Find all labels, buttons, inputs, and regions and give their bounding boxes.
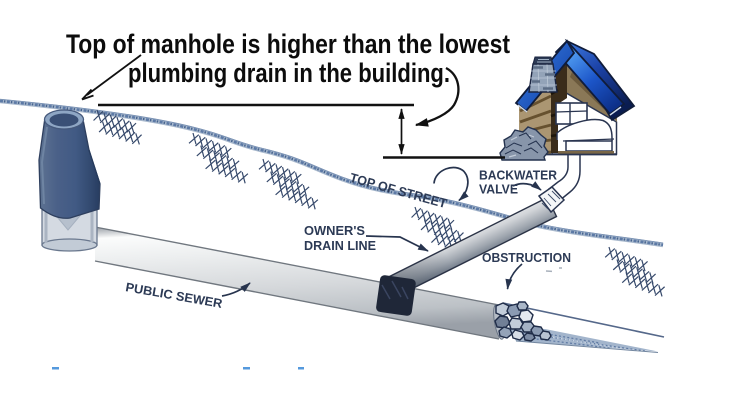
svg-text:OBSTRUCTION: OBSTRUCTION: [482, 251, 571, 265]
svg-text:VALVE: VALVE: [479, 183, 518, 197]
svg-text:DRAIN LINE: DRAIN LINE: [304, 239, 376, 253]
svg-text:plumbing drain in the building: plumbing drain in the building.: [128, 58, 450, 88]
svg-text:BACKWATER: BACKWATER: [479, 169, 557, 183]
svg-text:OWNER'S: OWNER'S: [304, 224, 365, 238]
svg-text:Top of manhole is higher than: Top of manhole is higher than the lowest: [66, 29, 510, 59]
